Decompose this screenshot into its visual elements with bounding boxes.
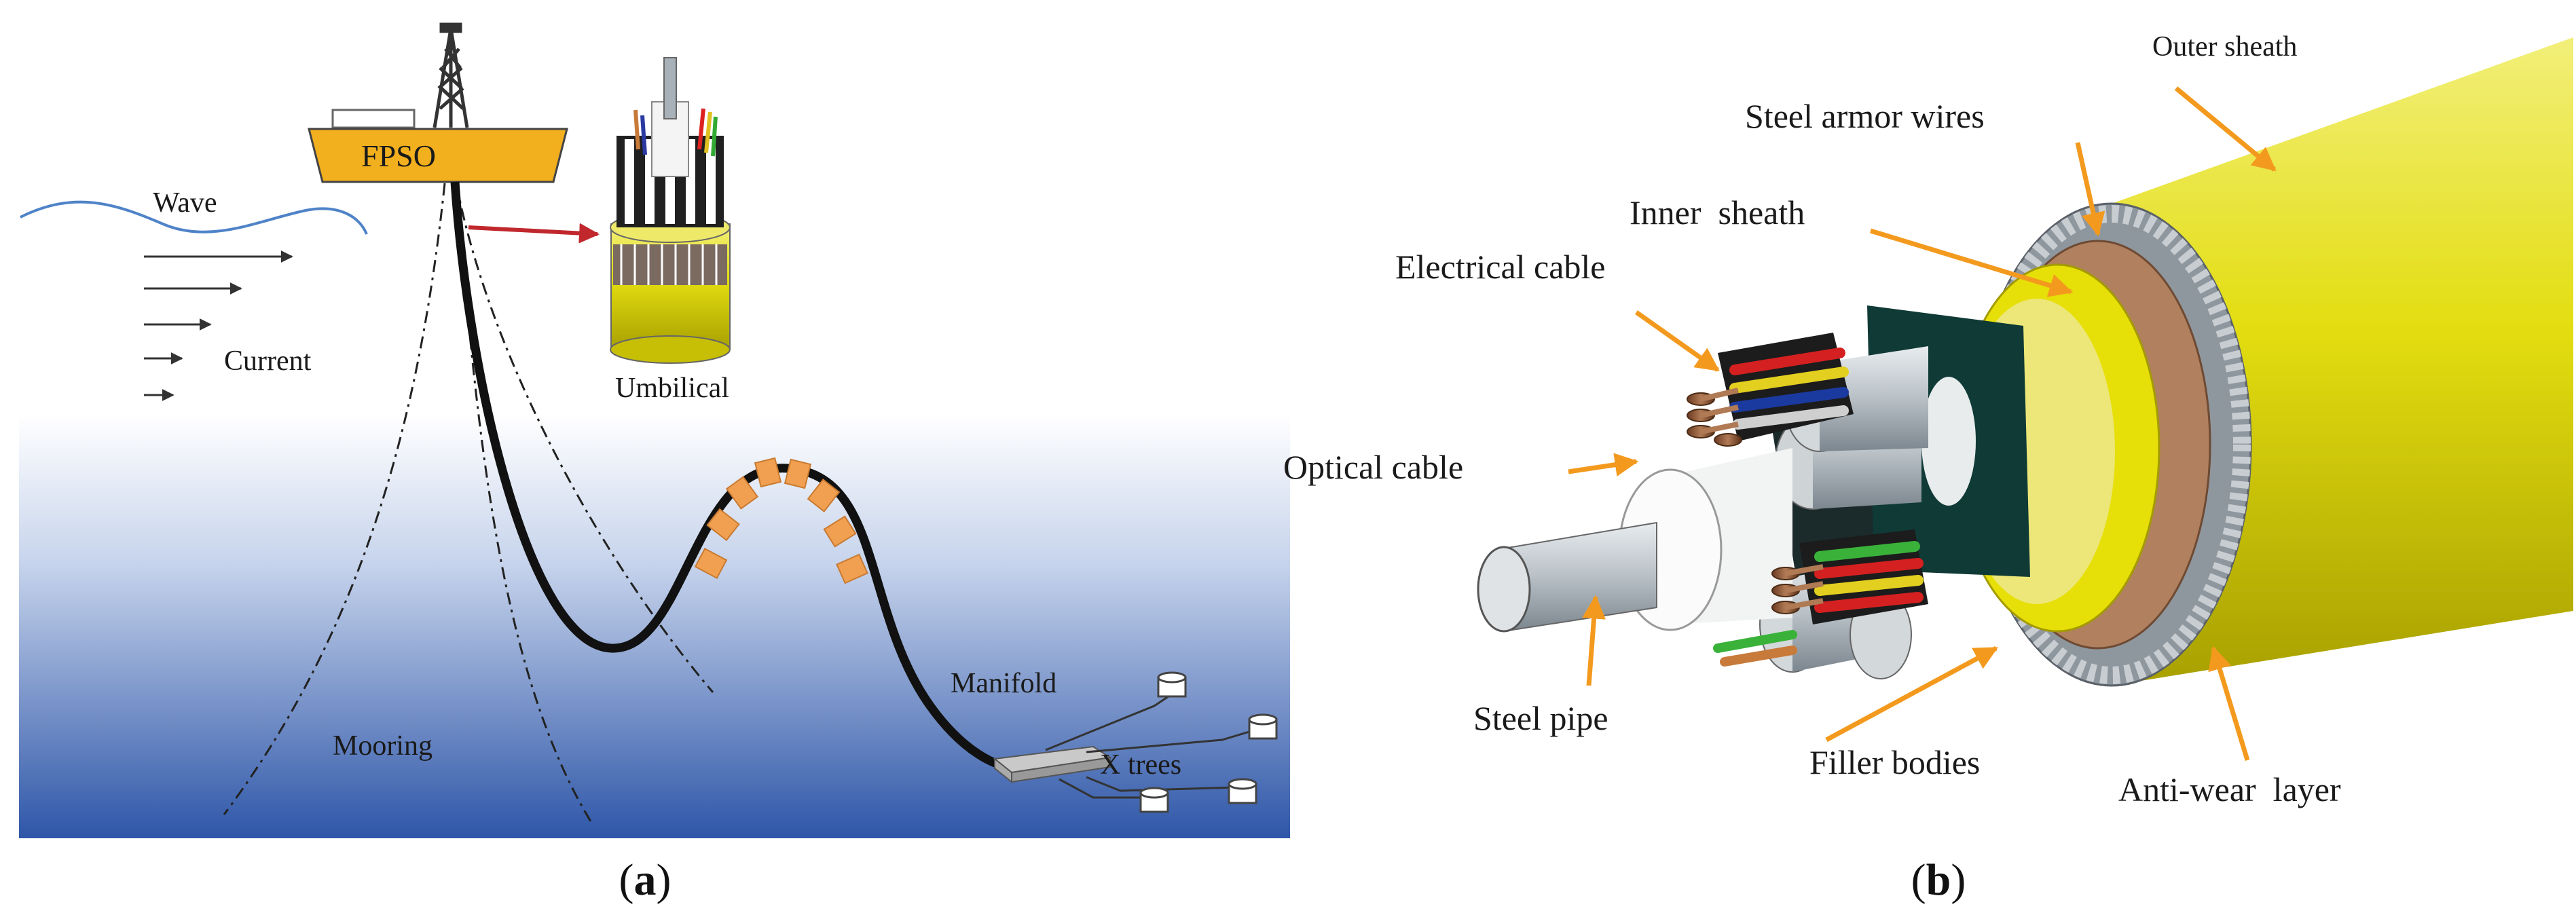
optical-cable-label: Optical cable [1283,448,1463,486]
umbilical-riser [450,181,1012,772]
panel-b: Outer sheath Steel armor wires Inner she… [1283,31,2573,905]
x-tree-icons [1139,671,1278,813]
electrical-cable-middle [1713,529,1928,667]
electrical-cable-top [1687,333,1854,447]
buoyancy-modules [694,457,868,584]
fpso-vessel: FPSO [308,22,568,183]
umbilical-pointer-arrow [468,223,600,244]
manifold-label: Manifold [951,668,1056,699]
wave-label: Wave [153,187,217,219]
wave-line [20,200,368,235]
inner-sheath-label: Inner sheath [1630,193,1805,231]
anti-wear-layer-label: Anti-wear layer [2118,770,2341,808]
mooring-lines [223,183,714,822]
panel-a: FPSO Wave Current Mooring [19,22,1290,905]
current-arrows [144,250,293,401]
steel-pipe-label: Steel pipe [1473,699,1608,737]
outer-sheath-label: Outer sheath [2152,31,2297,62]
steel-pipe-group [1477,521,1657,633]
caption-b: (b) [1911,855,1966,905]
filler-bodies-label: Filler bodies [1809,743,1980,781]
fpso-label: FPSO [361,138,436,173]
current-label: Current [224,345,312,377]
fpso-hull [308,128,568,183]
derrick-icon [433,22,469,128]
electrical-cable-label: Electrical cable [1395,248,1606,286]
umbilical-section-icon [610,57,731,364]
mooring-label: Mooring [333,730,433,762]
steel-armor-wires-label: Steel armor wires [1745,97,1985,135]
caption-a: (a) [619,855,671,905]
umbilical-label: Umbilical [615,373,729,404]
x-trees-label: X trees [1100,749,1181,781]
manifold-unit [993,745,1112,784]
leader-lines [1568,86,2277,762]
